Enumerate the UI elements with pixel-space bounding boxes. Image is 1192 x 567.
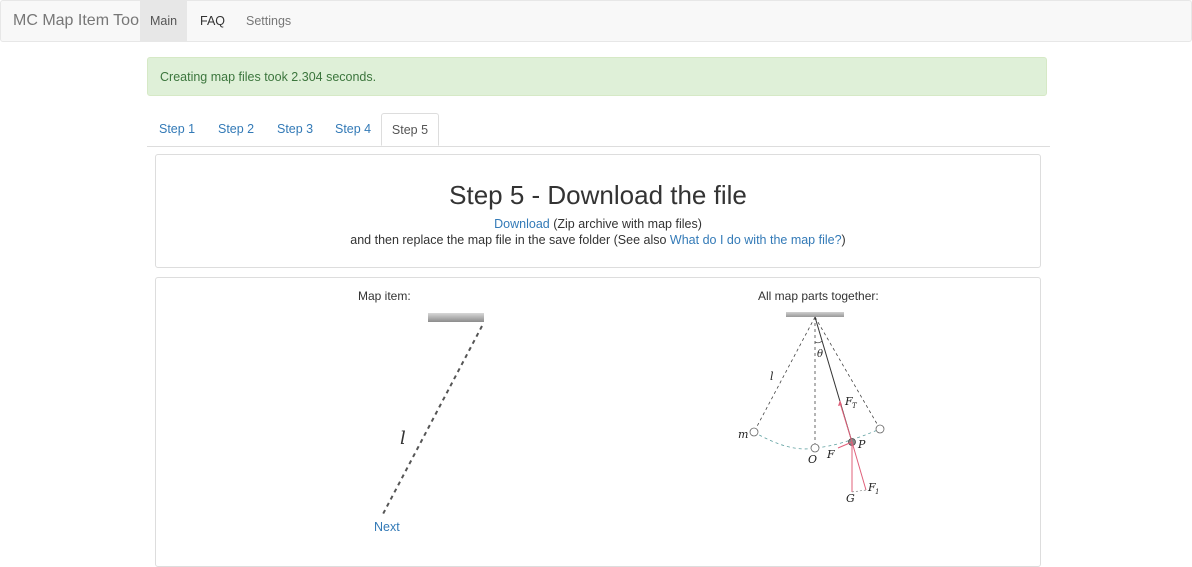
- theta-arc: [814, 340, 823, 344]
- instructions-close: ): [841, 233, 846, 247]
- all-parts-label: All map parts together:: [758, 289, 879, 303]
- left-dashed-line: [753, 316, 816, 433]
- tab-step-4[interactable]: Step 4: [335, 122, 372, 136]
- download-line: Download (Zip archive with map files): [156, 217, 1040, 231]
- tab-step-2[interactable]: Step 2: [218, 122, 255, 136]
- restoring-force-vector: [837, 441, 853, 449]
- nav-settings[interactable]: Settings: [246, 14, 292, 28]
- tab-step-5[interactable]: Step 5: [381, 113, 439, 146]
- f-label: F: [826, 448, 835, 461]
- nav-main[interactable]: Main: [140, 1, 187, 41]
- app-brand[interactable]: MC Map Item Tool: [13, 12, 143, 29]
- m-label: m: [738, 428, 748, 441]
- arc-path: [753, 428, 881, 450]
- f1-label: F: [867, 481, 876, 494]
- f1-subscript: 1: [875, 488, 879, 496]
- right-bob: [875, 424, 885, 434]
- nav-faq[interactable]: FAQ: [200, 14, 226, 28]
- g-label: G: [846, 492, 855, 505]
- map-item-label: Map item:: [358, 289, 411, 303]
- ft-label: F: [844, 395, 853, 408]
- download-description: (Zip archive with map files): [549, 217, 702, 231]
- ceiling-bar: [786, 312, 844, 317]
- top-navbar: MC Map Item Tool Main FAQ Settings: [0, 0, 1192, 42]
- length-label: l: [400, 428, 406, 449]
- tension-arrowhead: [838, 400, 842, 406]
- theta-label: θ: [817, 349, 823, 360]
- page-title: Step 5 - Download the file: [449, 180, 747, 210]
- tab-step-3[interactable]: Step 3: [277, 122, 314, 136]
- preview-panel: [155, 277, 1041, 567]
- o-label: O: [808, 453, 817, 466]
- step-tabs: Step 1 Step 2 Step 3 Step 4 Step 5: [147, 113, 1050, 147]
- ceiling-bar: [428, 313, 484, 322]
- faq-link[interactable]: What do I do with the map file?: [669, 233, 842, 247]
- ft-subscript: T: [852, 402, 858, 410]
- bottom-bob: [810, 443, 820, 453]
- right-dashed-line: [814, 316, 881, 430]
- tab-step-1[interactable]: Step 1: [159, 122, 196, 136]
- p-label: P: [857, 438, 866, 451]
- dashed-string: [382, 325, 483, 515]
- l-label: l: [770, 370, 774, 383]
- left-bob: [749, 427, 759, 437]
- next-link[interactable]: Next: [374, 520, 400, 534]
- instructions-line: and then replace the map file in the sav…: [156, 233, 1040, 247]
- tension-vector: [839, 402, 853, 443]
- pendulum-diagram: θ l F T m O F P G F 1: [738, 312, 885, 505]
- download-panel: Step 5 - Download the file Download (Zip…: [155, 154, 1041, 268]
- map-item-image: l: [382, 313, 484, 515]
- download-link[interactable]: Download: [494, 217, 550, 231]
- component-vector: [851, 441, 867, 491]
- instructions-text: and then replace the map file in the sav…: [350, 233, 670, 247]
- success-alert: Creating map files took 2.304 seconds.: [147, 57, 1047, 96]
